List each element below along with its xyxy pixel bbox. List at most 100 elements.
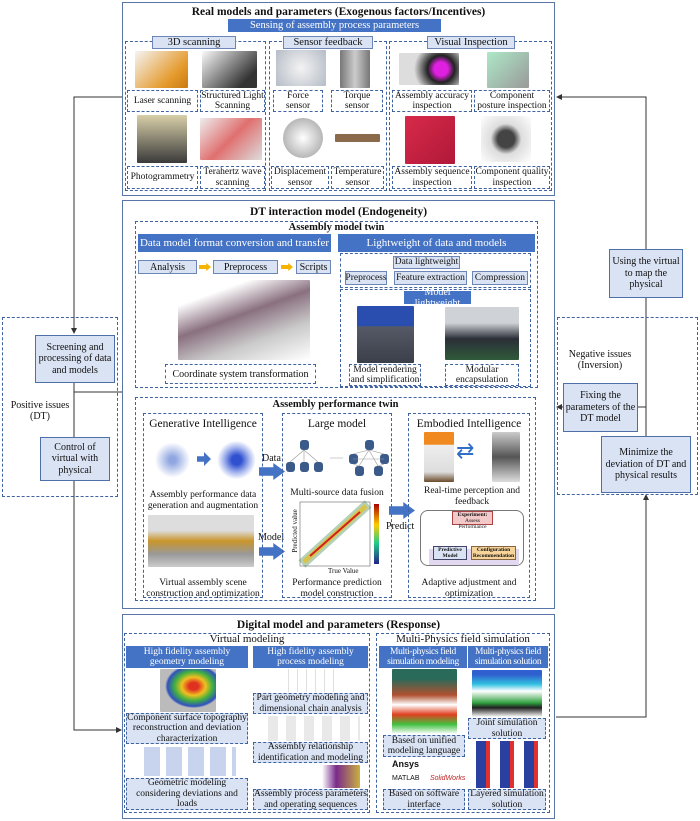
- simulation-modeling-header: Multi-physics field simulation modeling: [379, 646, 467, 668]
- data-arrow-label: Data: [262, 453, 281, 464]
- layered-simulation-image: [472, 741, 542, 788]
- coordinate-transformation-label: Coordinate system transformation: [165, 364, 316, 384]
- simulation-solution-header: Multi-physics field simulation solution: [468, 646, 548, 668]
- assembly-performance-twin-panel: [135, 397, 536, 601]
- torque-sensor-image: [340, 50, 370, 88]
- model-rendering-label: Model rendering and simplification: [349, 364, 421, 386]
- data-arrow-icon: [259, 463, 285, 480]
- adaptive-caption: Adaptive adjustment and optimization: [421, 578, 517, 599]
- multi-physics-panel: [376, 633, 550, 813]
- process-parameters-label: Assembly process parameters and operatin…: [253, 789, 368, 810]
- unified-language-label: Based on unified modeling language: [383, 735, 465, 757]
- assembly-model-twin-title: Assembly model twin: [288, 222, 385, 234]
- adaptive-loop-diagram: [420, 510, 524, 566]
- coordinate-robot-image: [178, 280, 310, 360]
- geometry-modeling-header: High fidelity assembly geometry modeling: [126, 646, 248, 668]
- data-fusion-diagram: [286, 440, 389, 476]
- perception-caption: Real-time perception and feedback: [423, 486, 521, 507]
- minimize-deviation-box: Minimize the deviation of DT and physica…: [601, 436, 691, 493]
- dimensional-chain-image: [280, 669, 342, 692]
- sequence-inspection-image: [405, 116, 455, 164]
- simulation-model-image: [392, 669, 457, 734]
- scatter-before-image: [149, 438, 196, 482]
- negative-issues-label: Negative issues (Inversion): [568, 349, 632, 371]
- structured-light-label: Structured Light Scanning: [200, 90, 265, 112]
- operating-sequence-image: [265, 765, 360, 788]
- geometric-modeling-label: Geometric modeling considering deviation…: [126, 778, 248, 810]
- data-lightweight-label: Data lightweight: [393, 256, 460, 269]
- process-modeling-header: High fidelity assembly process modeling: [253, 646, 368, 668]
- terahertz-image: [200, 118, 262, 160]
- assembly-performance-twin-title: Assembly performance twin: [272, 399, 399, 411]
- virtual-assembly-scene-image: [148, 515, 254, 567]
- surface-topography-image: [160, 669, 216, 712]
- surface-topography-label: Component surface topography reconstruct…: [126, 712, 248, 744]
- step-scripts: Scripts: [296, 260, 331, 274]
- joint-simulation-image: [472, 670, 542, 717]
- modular-encapsulation-label: Modular encapsulation: [445, 364, 519, 386]
- terahertz-label: Terahertz wave scanning: [200, 166, 265, 189]
- ansys-logo: Ansys: [392, 759, 420, 769]
- experiment-node: Experiment:Assess Performance: [452, 511, 493, 530]
- generative-intelligence-panel: [143, 413, 263, 598]
- temperature-sensor-image: [335, 134, 380, 142]
- assembly-relationship-label: Assembly relationship identification and…: [253, 742, 368, 763]
- model-arrow-label: Model: [258, 532, 285, 543]
- lw-step-feature-extraction: Feature extraction: [394, 271, 467, 285]
- data-fusion-caption: Multi-source data fusion: [290, 488, 384, 498]
- model-arrow-icon: [259, 543, 285, 560]
- virtual-modeling-panel: [124, 633, 370, 813]
- using-virtual-box: Using the virtual to map the physical: [609, 249, 683, 298]
- arrow-right-icon: [281, 263, 293, 271]
- force-sensor-label: Force sensor: [273, 90, 323, 112]
- structured-light-image: [202, 51, 257, 88]
- digital-model-title: Digital model and parameters (Response): [236, 618, 441, 631]
- temperature-sensor-label: Temperature sensor: [331, 166, 384, 189]
- real-models-title: Real models and parameters (Exogenous fa…: [191, 5, 486, 18]
- sequence-inspection-label: Assembly sequence inspection: [392, 166, 472, 189]
- part-geometry-label: Part geometry modeling and dimensional c…: [253, 693, 368, 714]
- sensor-feedback-label: Sensor feedback: [283, 36, 373, 49]
- posture-inspection-label: Component posture inspection: [474, 90, 550, 112]
- virtual-modeling-title: Virtual modeling: [209, 633, 285, 645]
- modular-encapsulation-image: [445, 307, 519, 360]
- accuracy-inspection-image: [399, 53, 459, 85]
- assembly-relationship-image: [268, 716, 360, 741]
- quality-inspection-image: [481, 116, 531, 162]
- visual-inspection-label: Visual Inspection: [427, 36, 515, 49]
- negative-issues-panel: [557, 317, 698, 495]
- virtual-scene-caption: Virtual assembly scene construction and …: [146, 578, 260, 599]
- torque-sensor-label: Torque sensor: [331, 90, 383, 112]
- laser-scanning-label: Laser scanning: [127, 90, 198, 112]
- dt-interaction-title: DT interaction model (Endogeneity): [249, 205, 428, 218]
- large-model-title: Large model: [307, 418, 367, 430]
- arrow-right-icon: [199, 263, 211, 271]
- screening-box: Screening and processing of data and mod…: [35, 335, 115, 383]
- posture-inspection-image: [487, 52, 529, 88]
- solidworks-logo: SolidWorks: [430, 775, 466, 782]
- 3d-scanning-label: 3D scanning: [152, 36, 236, 49]
- step-preprocess: Preprocess: [213, 260, 278, 274]
- assembly-model-twin-panel: [135, 221, 538, 388]
- displacement-sensor-label: Displacement sensor: [271, 166, 329, 189]
- lw-step-preprocess: Preprocess: [345, 271, 387, 285]
- positive-issues-label: Positive issues (DT): [10, 400, 70, 422]
- lightweight-header: Lightweight of data and models: [338, 234, 535, 252]
- robot-hand-image: [492, 432, 520, 482]
- feedback-cycle-icon: ⇄: [456, 438, 475, 463]
- photogrammetry-label: Photogrammetry: [127, 166, 198, 189]
- large-model-panel: [282, 413, 392, 598]
- generative-intelligence-title: Generative Intelligence: [149, 418, 257, 430]
- fixing-parameters-box: Fixing the parameters of the DT model: [563, 383, 638, 432]
- lw-step-compression: Compression: [472, 271, 528, 285]
- positive-issues-panel: [2, 317, 118, 497]
- laser-scanning-image: [135, 51, 188, 88]
- software-interface-label: Based on software interface: [383, 789, 465, 810]
- multi-physics-title: Multi-Physics field simulation: [396, 633, 530, 645]
- model-rendering-image: [357, 306, 414, 363]
- y-axis-label: Predicted value: [291, 509, 299, 553]
- matlab-logo: MATLAB: [392, 775, 420, 782]
- step-analysis: Analysis: [138, 260, 197, 274]
- layered-simulation-label: Layered simulation solution: [468, 789, 546, 810]
- force-sensor-image: [276, 50, 326, 86]
